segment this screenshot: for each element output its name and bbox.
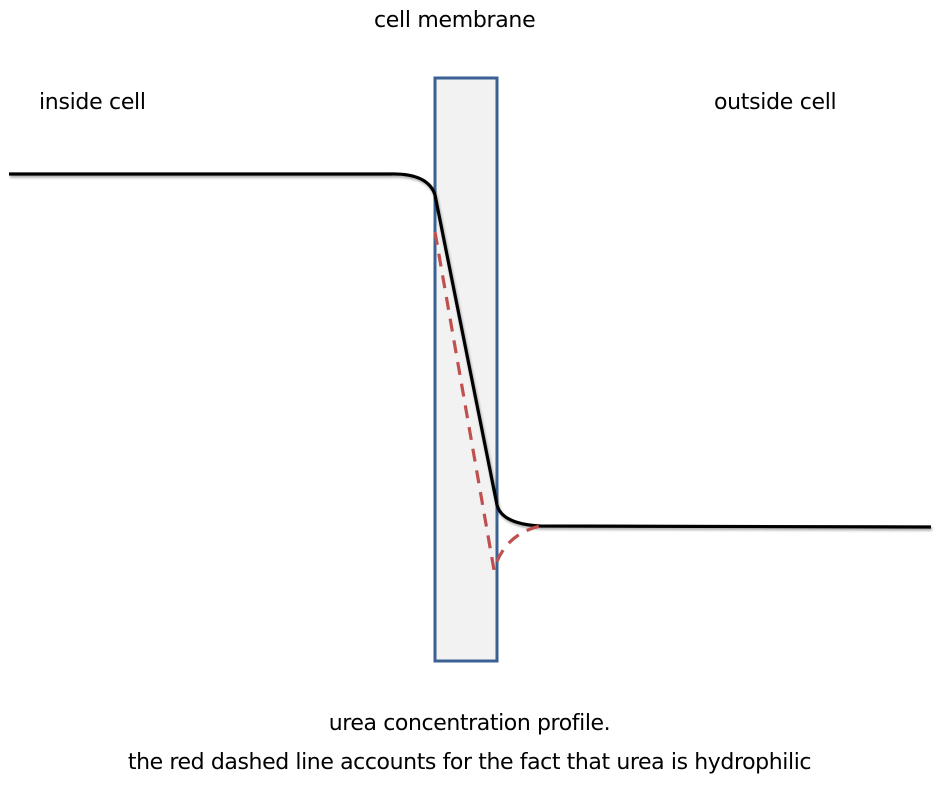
caption-note: the red dashed line accounts for the fac… <box>127 750 812 775</box>
hydrophilic-profile-dashed-line <box>433 231 546 571</box>
concentration-profile-line <box>9 172 932 529</box>
inside-cell-label: inside cell <box>39 90 146 115</box>
cell-membrane-rect <box>433 76 499 663</box>
outside-cell-label: outside cell <box>714 90 837 115</box>
caption-title: urea concentration profile. <box>328 711 611 736</box>
cell-membrane-label: cell membrane <box>374 8 536 33</box>
